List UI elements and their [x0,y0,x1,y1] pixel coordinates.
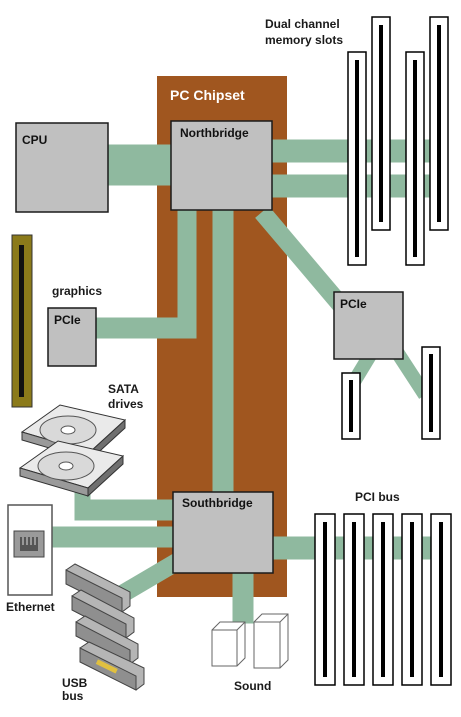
memory-slot-icon [371,16,391,231]
northbridge-southbridge-bus [212,209,234,493]
southbridge-chip-icon: Southbridge [172,491,274,574]
bus-connections [51,139,441,624]
memory-slot-icon [347,51,367,266]
usb-label-line-1: USB [62,676,88,690]
pcie-graphics-label: PCIe [54,313,81,327]
speaker-icon [253,613,289,669]
memory-label-line-1: Dual channel [265,17,340,31]
usb-connector-icon [79,641,145,691]
memory-slot-icon [429,16,449,231]
sata-label: SATA drives [108,382,144,411]
sata-label-line-1: SATA [108,382,139,396]
pcie-graphics-chip-icon: PCIe [47,307,97,367]
ethernet-southbridge-bus [51,526,177,548]
graphics-card-icon [11,234,33,408]
cpu-label: CPU [22,133,47,147]
memory-label-line-2: memory slots [265,33,343,47]
cpu-chip-icon: CPU [15,122,109,213]
usb-label-line-2: bus [62,689,84,703]
northbridge-chip-icon: Northbridge [170,120,273,211]
memory-slot-icon [405,51,425,266]
sound-label: Sound [234,679,271,693]
chipset-title: PC Chipset [170,87,245,103]
northbridge-label: Northbridge [180,126,249,140]
cpu-northbridge-bus [107,144,175,186]
southbridge-label: Southbridge [182,496,253,510]
pci-slot-icon [343,513,365,686]
speaker-icon [211,621,246,667]
usb-connector-icon [71,589,135,639]
pci-bus-label: PCI bus [355,490,400,504]
ethernet-port-icon [7,504,53,596]
sata-label-line-2: drives [108,397,144,411]
usb-connector-icon [65,563,131,613]
pci-slot-icon [430,513,452,686]
memory-slots [347,16,449,266]
usb-connectors [65,563,145,691]
memory-label: Dual channel memory slots [265,17,343,47]
pci-slot-icon [314,513,336,686]
usb-connector-icon [75,615,139,665]
pci-slots [314,513,452,686]
pcie-slot-icon [341,372,361,440]
northbridge-graphics-bus [95,207,197,339]
hard-drive-icon [18,440,125,498]
pcie-right-chip-icon: PCIe [333,291,404,360]
pcie-slot-icon [421,346,441,440]
usb-label: USB bus [62,676,91,703]
southbridge-sound-bus [232,567,254,624]
pci-slot-icon [372,513,394,686]
ethernet-label: Ethernet [6,600,55,614]
pcie-right-label: PCIe [340,297,367,311]
pci-slot-icon [401,513,423,686]
northbridge-pcie-bus [255,206,352,316]
graphics-label: graphics [52,284,102,298]
